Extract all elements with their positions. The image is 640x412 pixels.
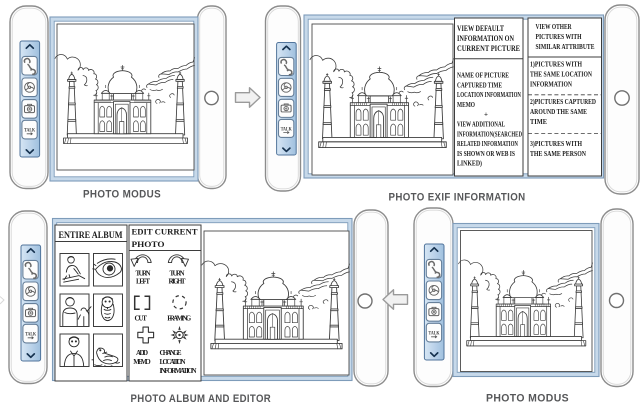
svg-text:ADD: ADD bbox=[136, 349, 148, 357]
svg-text:PICTURES WITH: PICTURES WITH bbox=[536, 33, 582, 41]
svg-text:LINKED): LINKED) bbox=[457, 160, 483, 168]
svg-text:TURN: TURN bbox=[170, 269, 185, 277]
svg-text:ENTIRE ALBUM: ENTIRE ALBUM bbox=[59, 230, 123, 240]
svg-text:PHOTO EXIF INFORMATION: PHOTO EXIF INFORMATION bbox=[389, 192, 526, 204]
svg-text:MEMO: MEMO bbox=[133, 358, 151, 366]
svg-text:PHOTO MODUS: PHOTO MODUS bbox=[486, 393, 569, 405]
svg-text:3)PICTURES WITH: 3)PICTURES WITH bbox=[530, 140, 582, 148]
svg-text:1)PICTURES WITH: 1)PICTURES WITH bbox=[530, 61, 582, 69]
svg-text:INFORMATION: INFORMATION bbox=[160, 367, 197, 375]
svg-text:CAPTURED TIME: CAPTURED TIME bbox=[457, 81, 502, 89]
svg-text:CUT: CUT bbox=[134, 314, 147, 322]
svg-text:RELATED INFORMATION: RELATED INFORMATION bbox=[457, 140, 518, 148]
svg-text:TIME: TIME bbox=[530, 118, 547, 126]
svg-text:INFORMATION: INFORMATION bbox=[530, 81, 572, 89]
svg-text:+: + bbox=[484, 111, 488, 119]
svg-text:2)PICTURES CAPTURED: 2)PICTURES CAPTURED bbox=[530, 98, 596, 106]
svg-text:LOCATION INFORMATION: LOCATION INFORMATION bbox=[457, 91, 521, 99]
svg-text:VIEW DEFAULT: VIEW DEFAULT bbox=[457, 24, 504, 33]
svg-text:AROUND THE SAME: AROUND THE SAME bbox=[530, 108, 587, 116]
svg-text:LEFT: LEFT bbox=[136, 277, 150, 285]
svg-text:PHOTO: PHOTO bbox=[132, 239, 165, 249]
svg-text:THE SAME LOCATION: THE SAME LOCATION bbox=[530, 71, 592, 79]
svg-text:CURRENT PICTURE: CURRENT PICTURE bbox=[457, 44, 520, 53]
svg-text:IS SHOWN OR WEB IS: IS SHOWN OR WEB IS bbox=[457, 150, 515, 158]
svg-text:PHOTO MODUS: PHOTO MODUS bbox=[83, 189, 161, 201]
svg-text:PHOTO ALBUM AND EDITOR: PHOTO ALBUM AND EDITOR bbox=[131, 393, 272, 405]
svg-text:RIGHT: RIGHT bbox=[169, 277, 186, 285]
svg-text:SIMILAR ATTRIBUTE: SIMILAR ATTRIBUTE bbox=[536, 43, 595, 51]
svg-text:VIEW ADDITIONAL: VIEW ADDITIONAL bbox=[457, 121, 505, 129]
svg-text:TURN: TURN bbox=[136, 269, 151, 277]
svg-text:CHANGE: CHANGE bbox=[160, 349, 182, 357]
svg-text:INFORMATION ON: INFORMATION ON bbox=[457, 34, 514, 43]
svg-text:LOCATION: LOCATION bbox=[160, 358, 186, 366]
svg-text:FRAMING: FRAMING bbox=[167, 314, 192, 322]
svg-text:MEMO: MEMO bbox=[457, 101, 475, 109]
svg-text:INFORMATION(SEARCHED: INFORMATION(SEARCHED bbox=[457, 130, 522, 138]
svg-text:NAME OF PICTURE: NAME OF PICTURE bbox=[457, 72, 509, 80]
svg-text:THE SAME PERSON: THE SAME PERSON bbox=[530, 150, 586, 158]
svg-text:VIEW OTHER: VIEW OTHER bbox=[536, 23, 573, 31]
svg-text:EDIT CURRENT: EDIT CURRENT bbox=[132, 227, 198, 237]
